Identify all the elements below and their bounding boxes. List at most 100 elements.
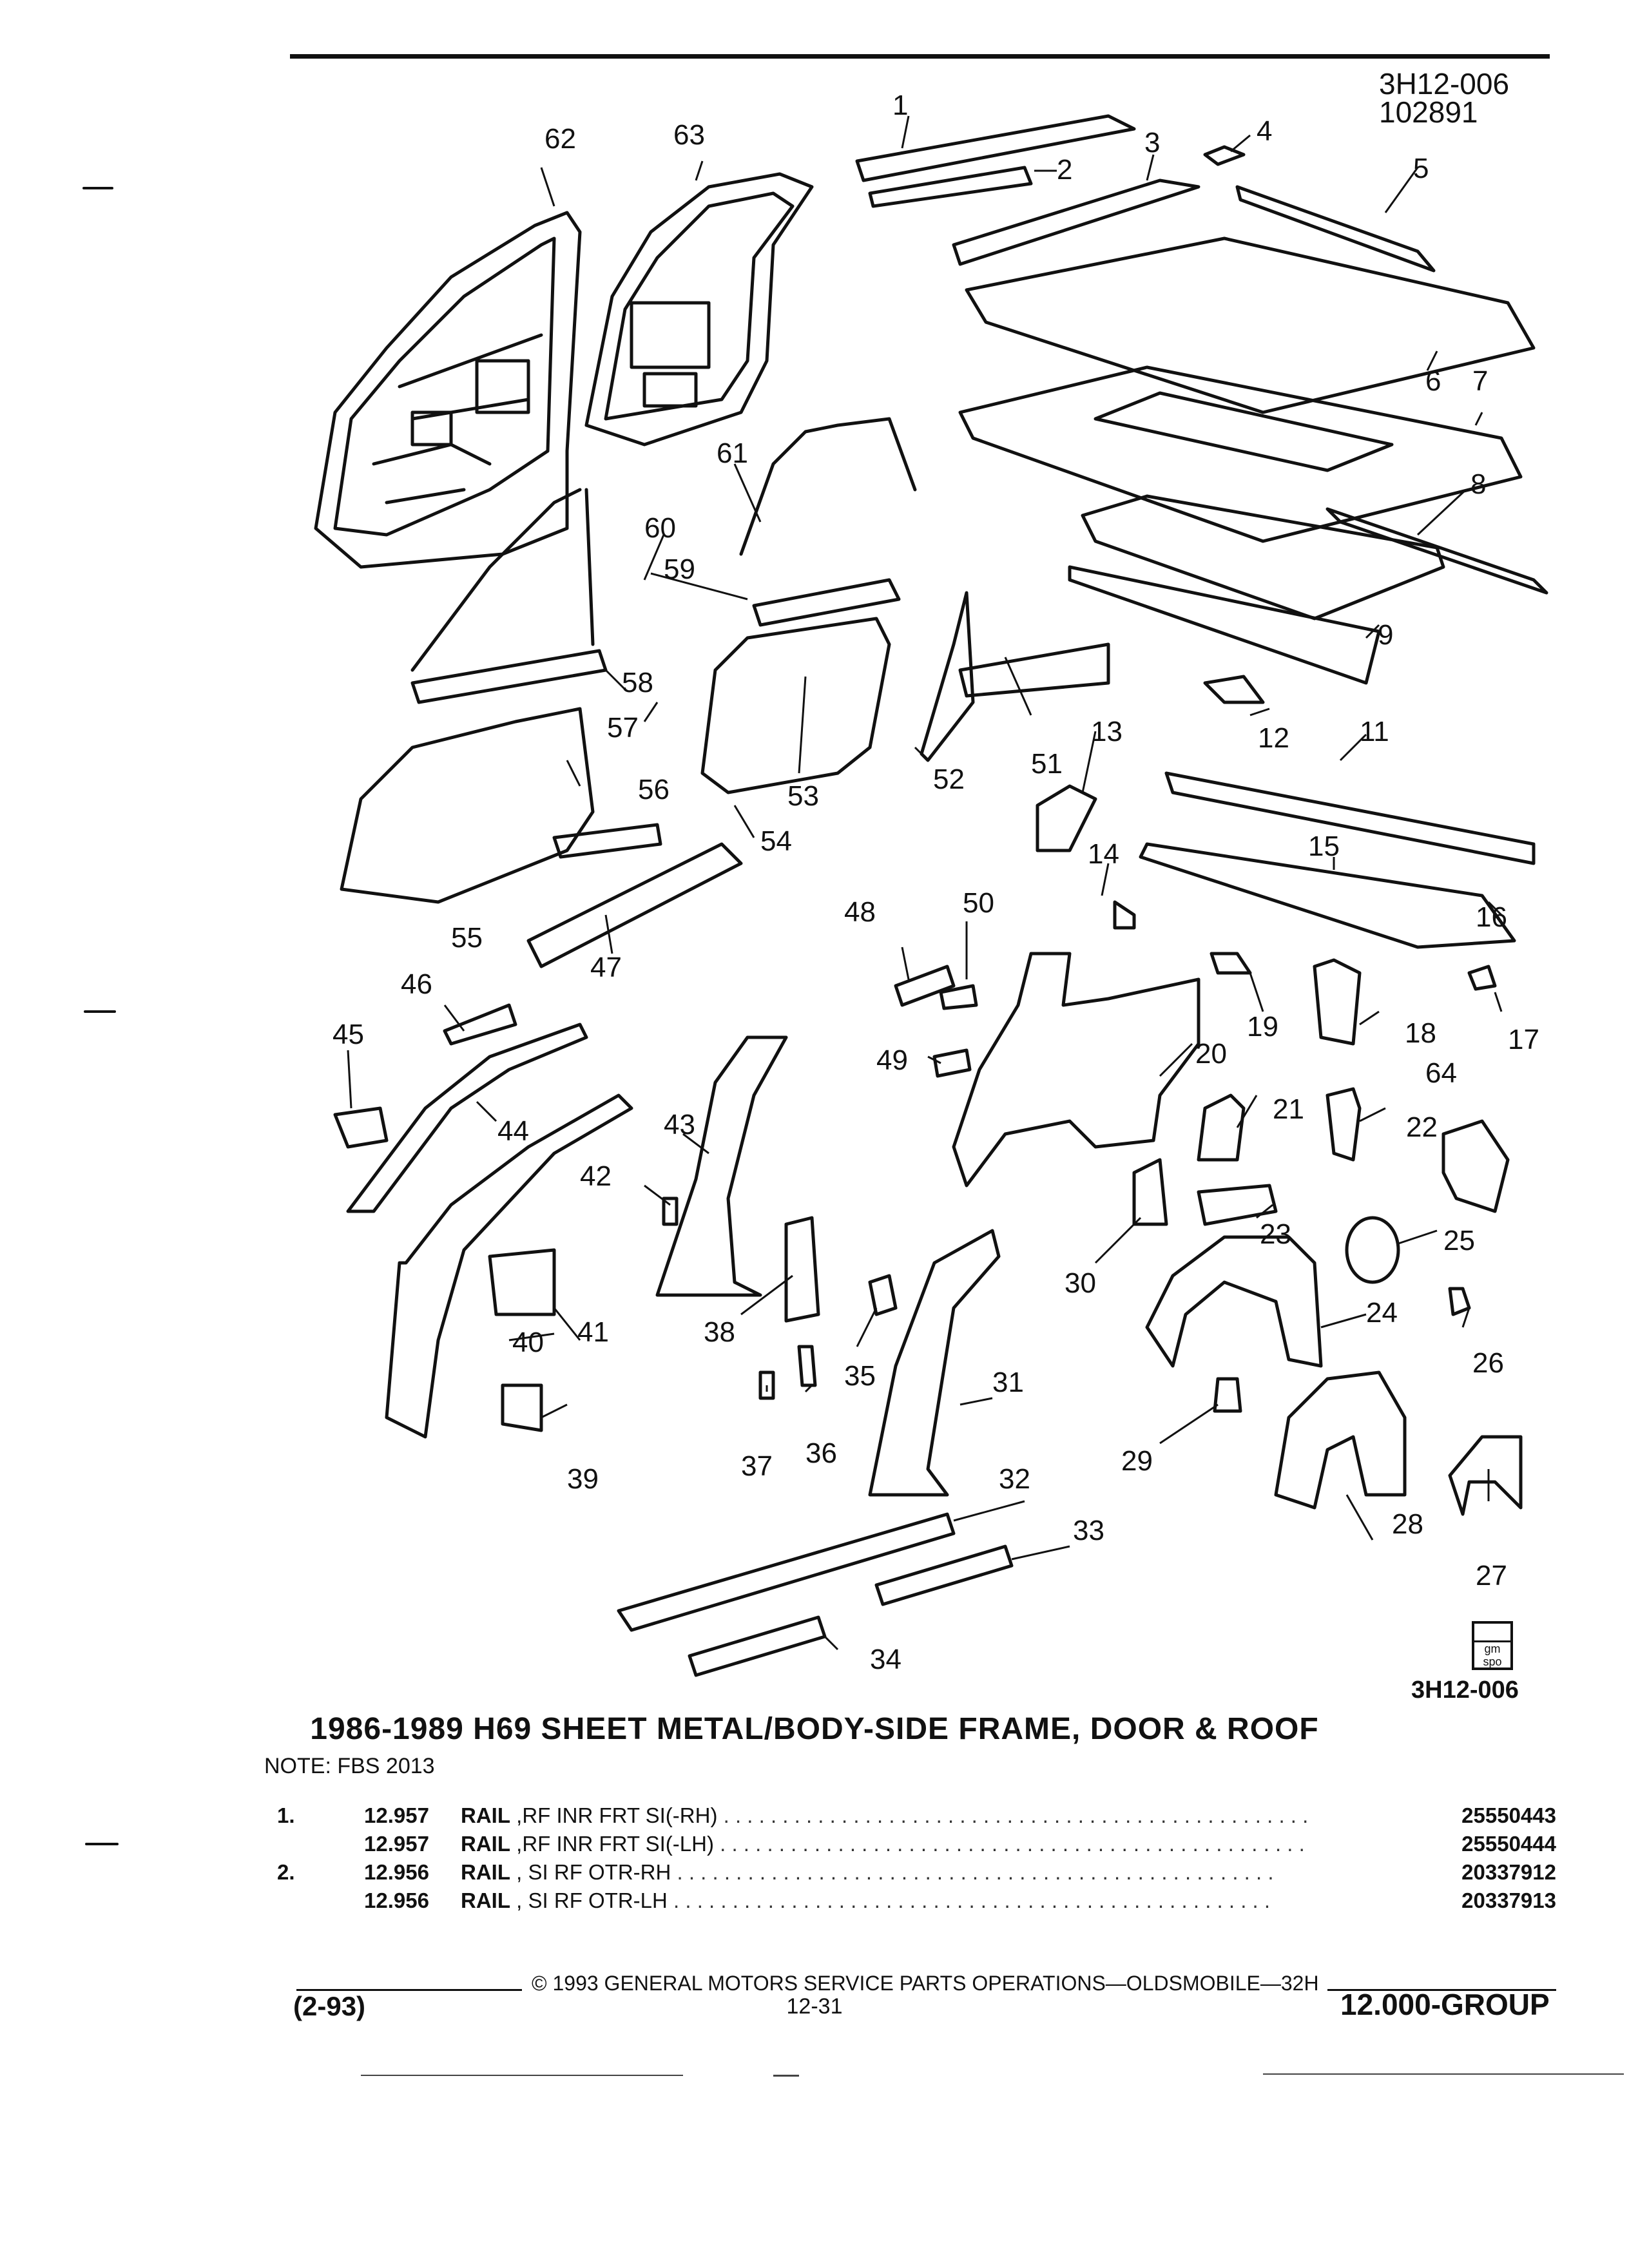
footer-group: 12.000-GROUP — [1340, 1988, 1550, 2021]
callout: 14 — [1088, 838, 1119, 870]
table-row: 12.957 RAIL ,RF INR FRT SI(-LH) . . . . … — [277, 1830, 1556, 1858]
callout: 53 — [787, 780, 819, 812]
belt-56 — [552, 823, 662, 859]
quarter-inner-20 — [952, 952, 1200, 1187]
bracket-41 — [488, 1248, 556, 1316]
table-row: 1. 12.957 RAIL ,RF INR FRT SI(-RH) . . .… — [277, 1802, 1556, 1830]
description: RAIL ,RF INR FRT SI(-LH) . . . . . . . .… — [461, 1830, 1395, 1858]
callout: 47 — [590, 952, 622, 983]
description-name: RAIL — [461, 1860, 510, 1884]
callout: 51 — [1031, 748, 1063, 780]
callout: 49 — [876, 1044, 908, 1076]
callout: 48 — [844, 896, 876, 928]
group-number: 12.956 — [364, 1888, 429, 1912]
lock-pillar-31 — [868, 1229, 1001, 1497]
rail-58 — [410, 649, 608, 704]
rocker-47 — [526, 842, 743, 968]
doc-code: 3H12-006 102891 — [1379, 67, 1510, 127]
scan-line — [1263, 2073, 1624, 2075]
callout: 36 — [805, 1437, 837, 1469]
bracket-50 — [939, 984, 978, 1010]
margin-mark — [84, 1010, 116, 1013]
bracket-36 — [797, 1345, 817, 1387]
reinforcement-33 — [874, 1544, 1014, 1606]
part-number: 20337913 — [1461, 1888, 1556, 1912]
callout: 7 — [1472, 365, 1488, 397]
rail-5 — [1235, 185, 1436, 273]
bracket-46 — [443, 1003, 517, 1046]
rear-door-shell-53 — [700, 617, 891, 794]
description: RAIL , SI RF OTR-LH . . . . . . . . . . … — [461, 1887, 1395, 1915]
description-name: RAIL — [461, 1832, 510, 1856]
figure-id: 3H12-006 — [1411, 1677, 1519, 1704]
callout: 55 — [451, 922, 483, 954]
description-detail: ,RF INR FRT SI(-RH) — [516, 1803, 718, 1827]
callout: 39 — [567, 1463, 599, 1495]
sunroof-frame-8 — [1081, 494, 1445, 620]
description-detail: ,RF INR FRT SI(-LH) — [516, 1832, 714, 1856]
footer-rule-right — [1327, 1989, 1556, 1991]
callout: 37 — [741, 1450, 773, 1482]
callout: 20 — [1195, 1038, 1227, 1070]
page-title: 1986-1989 H69 SHEET METAL/BODY-SIDE FRAM… — [310, 1712, 1319, 1746]
callout: 3 — [1144, 127, 1160, 159]
callout: 15 — [1308, 831, 1340, 862]
callout: 41 — [577, 1316, 609, 1348]
rail-59 — [752, 578, 901, 627]
callout: 17 — [1508, 1024, 1539, 1055]
callout: 57 — [607, 712, 639, 744]
pillar-52 — [920, 591, 975, 762]
callout: 60 — [644, 512, 676, 544]
rocker-32 — [617, 1512, 956, 1632]
callout: 9 — [1378, 619, 1393, 651]
bracket-13 — [1036, 784, 1097, 852]
callout: 28 — [1392, 1508, 1423, 1540]
hinge-pillar-40 — [385, 1093, 633, 1439]
rear-door-assembly-63 — [584, 172, 814, 447]
bracket-18 — [1313, 958, 1362, 1046]
bracket-45 — [333, 1106, 389, 1149]
part-number: 20337912 — [1461, 1860, 1556, 1884]
page-number: 12-31 — [786, 1994, 843, 2019]
group-number: 12.956 — [364, 1860, 429, 1884]
bracket-37 — [758, 1370, 775, 1400]
callout: 46 — [401, 968, 432, 1000]
note: NOTE: FBS 2013 — [264, 1754, 435, 1778]
callout: 1 — [892, 90, 908, 121]
front-door-assembly-62 — [314, 211, 582, 569]
bracket-38 — [784, 1216, 820, 1323]
callout: 52 — [933, 764, 965, 795]
bracket-12 — [1203, 675, 1265, 704]
bracket-39 — [501, 1383, 543, 1432]
callout: 34 — [870, 1644, 901, 1675]
wheelhouse-inner-28 — [1274, 1370, 1407, 1510]
group-number: 12.957 — [364, 1803, 429, 1827]
copyright: © 1993 GENERAL MOTORS SERVICE PARTS OPER… — [532, 1972, 1319, 1995]
ring-25 — [1345, 1216, 1400, 1284]
margin-mark — [82, 187, 113, 189]
callout: 32 — [999, 1463, 1030, 1495]
bracket-23 — [1197, 1184, 1278, 1226]
item-number: 2. — [277, 1860, 295, 1884]
callout: 56 — [638, 774, 670, 805]
exploded-parts-diagram: 1 2 3 4 5 6 7 8 9 11 12 13 14 15 16 17 1… — [314, 90, 1548, 1677]
callout: 25 — [1443, 1225, 1475, 1256]
bracket-14 — [1113, 900, 1136, 930]
callout: 18 — [1405, 1017, 1436, 1049]
doc-code-id: 3H12-006 — [1379, 67, 1510, 101]
bracket-19 — [1210, 952, 1252, 975]
callout: 22 — [1406, 1111, 1438, 1143]
callout: 54 — [760, 825, 792, 857]
gm-spo-logo: gm spo — [1472, 1621, 1513, 1670]
description: RAIL ,RF INR FRT SI(-RH) . . . . . . . .… — [461, 1802, 1395, 1830]
header-rule — [290, 54, 1550, 59]
callout: 2 — [1057, 154, 1072, 186]
rail-44 — [346, 1023, 588, 1213]
callout: 11 — [1360, 716, 1389, 747]
footer-date: (2-93) — [293, 1991, 366, 2021]
parts-table: 1. 12.957 RAIL ,RF INR FRT SI(-RH) . . .… — [277, 1802, 1556, 1915]
callout: 35 — [844, 1360, 876, 1392]
roof-panel-6 — [965, 236, 1536, 414]
callout: 62 — [545, 123, 576, 155]
table-row: 2. 12.956 RAIL , SI RF OTR-RH . . . . . … — [277, 1858, 1556, 1887]
